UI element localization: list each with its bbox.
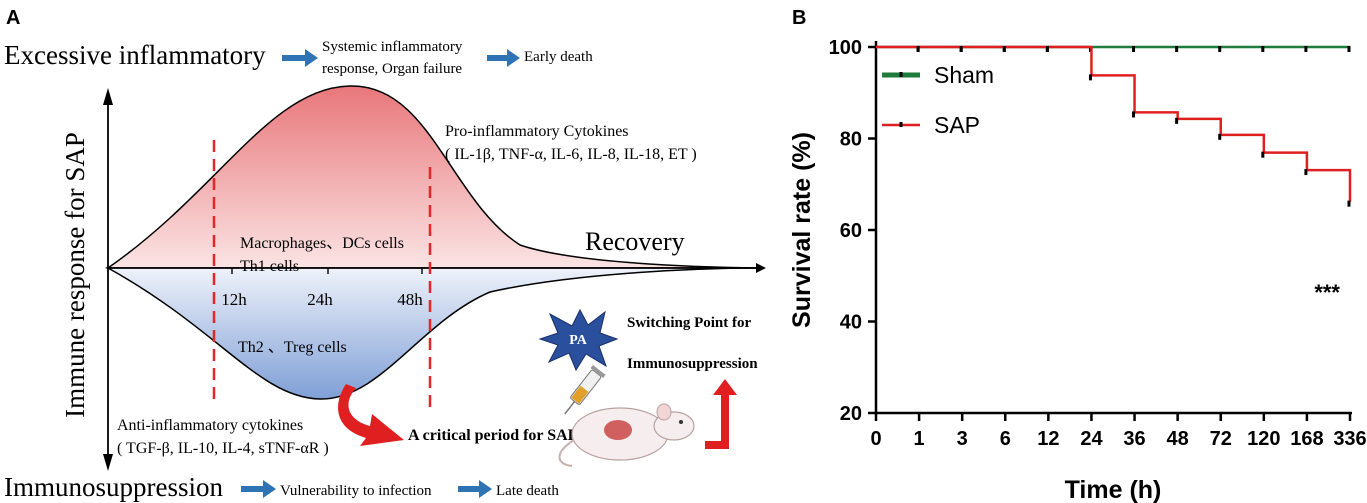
pro-cytokines-title: Pro-inflammatory Cytokines bbox=[445, 123, 629, 140]
x-tick-label: 0 bbox=[870, 428, 881, 450]
upper-cells-line2: Th1 cells bbox=[240, 258, 299, 275]
lower-cells-label: Th2 、Treg cells bbox=[238, 339, 347, 356]
time-label-48h: 48h bbox=[397, 290, 423, 309]
legend-label-sham: Sham bbox=[934, 62, 994, 88]
y-tick-label: 80 bbox=[840, 129, 862, 151]
upper-cells-line1: Macrophages、DCs cells bbox=[240, 235, 404, 252]
mouse-icon bbox=[558, 403, 695, 467]
y-tick-label: 40 bbox=[840, 312, 862, 334]
x-tick-label: 12 bbox=[1037, 428, 1059, 450]
critical-period-arrow-icon bbox=[338, 384, 404, 446]
x-tick-label: 1 bbox=[914, 428, 925, 450]
x-tick-label: 6 bbox=[1000, 428, 1011, 450]
y-tick-label: 100 bbox=[829, 37, 862, 59]
x-tick-label: 120 bbox=[1247, 428, 1280, 450]
significance-annotation: *** bbox=[1314, 280, 1340, 305]
x-tick-label: 336 bbox=[1333, 428, 1366, 450]
x-tick-label: 168 bbox=[1290, 428, 1323, 450]
pro-cytokines-list: ( IL-1β, TNF-α, IL-6, IL-8, IL-18, ET ) bbox=[445, 146, 697, 163]
flow-arrow-icon bbox=[282, 49, 318, 67]
flow-arrow-icon bbox=[458, 480, 492, 498]
syringe-icon bbox=[564, 365, 606, 415]
flow-arrow-icon bbox=[487, 49, 520, 67]
x-tick-label: 36 bbox=[1123, 428, 1145, 450]
panel-a: A Excessive inflammatory Systemic inflam… bbox=[4, 7, 766, 502]
switching-point-line1: Switching Point for bbox=[627, 315, 752, 331]
flow-bottom-start: Immunosuppression bbox=[4, 472, 223, 502]
flow-top-middle-line1: Systemic inflammatory bbox=[322, 39, 463, 55]
anti-cytokines-title: Anti-inflammatory cytokines bbox=[117, 417, 303, 434]
critical-period-label: A critical period for SAP bbox=[408, 427, 578, 444]
pa-star-icon bbox=[538, 308, 619, 372]
flow-top-middle-line2: response, Organ failure bbox=[322, 61, 462, 77]
recovery-label: Recovery bbox=[585, 227, 685, 256]
flow-arrow-icon bbox=[241, 480, 276, 498]
y-axis-arrow-down-icon bbox=[103, 454, 113, 471]
anti-cytokines-list: ( TGF-β, IL-10, IL-4, sTNF-αR ) bbox=[117, 440, 329, 457]
legend-label-sap: SAP bbox=[934, 112, 980, 138]
panel-b-label: B bbox=[792, 7, 806, 29]
pa-label: PA bbox=[569, 333, 588, 348]
x-axis-title: Time (h) bbox=[1065, 476, 1162, 503]
y-tick-label: 60 bbox=[840, 220, 862, 242]
flow-bottom-end: Late death bbox=[496, 483, 559, 499]
x-tick-label: 3 bbox=[957, 428, 968, 450]
pro-inflammatory-curve bbox=[105, 85, 761, 269]
flow-bottom-middle: Vulnerability to infection bbox=[280, 483, 432, 499]
x-tick-label: 24 bbox=[1080, 428, 1103, 450]
y-axis-label: Immune response for SAP bbox=[60, 132, 90, 418]
y-axis-title: Survival rate (%) bbox=[788, 132, 816, 328]
y-tick-label: 20 bbox=[840, 403, 862, 425]
time-label-24h: 24h bbox=[307, 290, 333, 309]
switch-arrow-icon bbox=[705, 379, 737, 449]
y-axis-arrow-up-icon bbox=[103, 88, 113, 105]
anti-inflammatory-curve bbox=[105, 267, 761, 400]
x-tick-label: 72 bbox=[1210, 428, 1232, 450]
switching-point-line2: Immunosuppression bbox=[627, 356, 758, 372]
x-tick-label: 48 bbox=[1167, 428, 1189, 450]
time-label-12h: 12h bbox=[221, 290, 247, 309]
flow-top-end: Early death bbox=[524, 49, 593, 65]
panel-a-label: A bbox=[6, 7, 20, 29]
flow-top-start: Excessive inflammatory bbox=[4, 40, 266, 70]
